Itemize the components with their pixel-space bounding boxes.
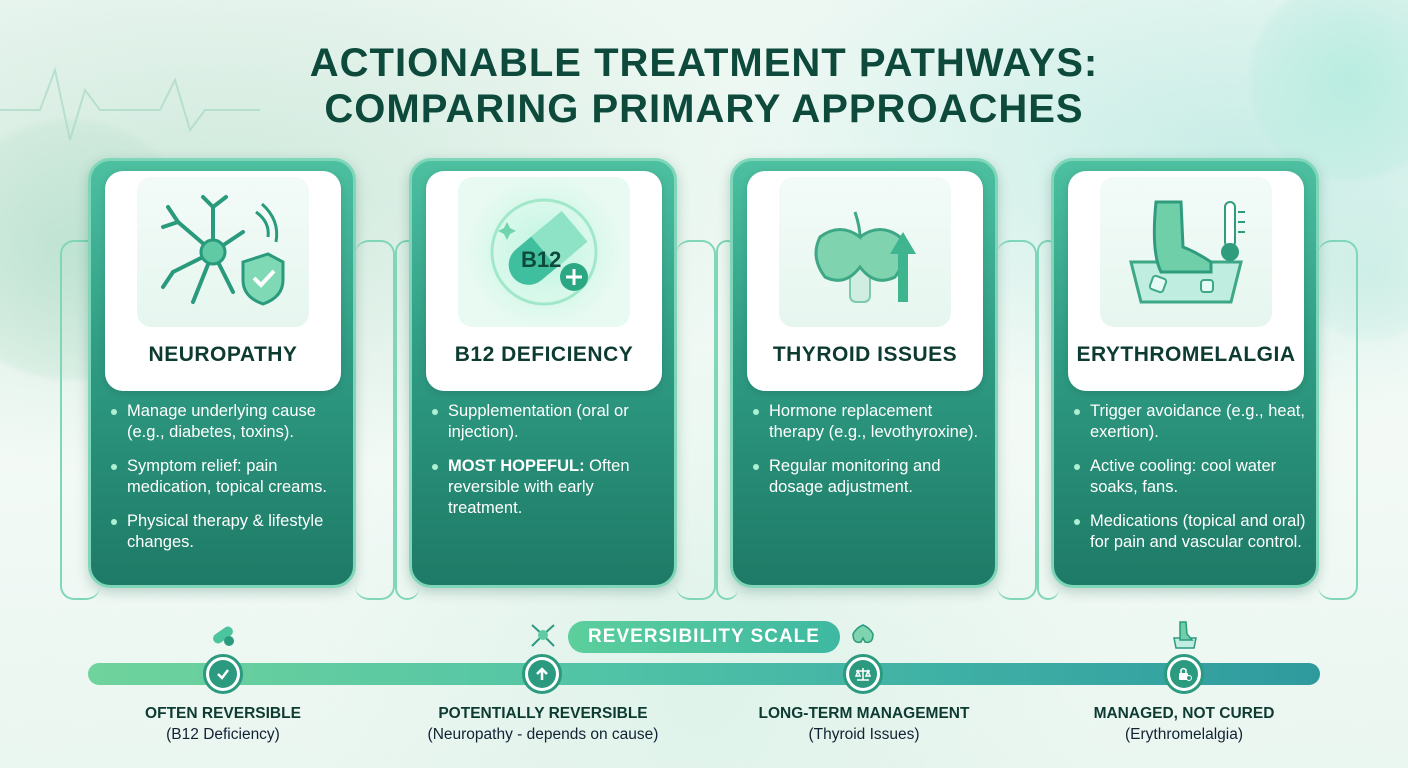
scale-label: REVERSIBILITY SCALE bbox=[568, 621, 840, 653]
list-item: Physical therapy & lifestyle changes. bbox=[109, 511, 345, 553]
bullet-list: Trigger avoidance (e.g., heat, exertion)… bbox=[1072, 401, 1308, 566]
scale-point-condition: (Thyroid Issues) bbox=[808, 726, 920, 743]
connector-line bbox=[355, 240, 395, 600]
scale-node-potentially-reversible bbox=[522, 654, 562, 694]
list-item-text: Often reversible with early treatment. bbox=[448, 457, 630, 517]
neuron-icon bbox=[531, 624, 555, 647]
card-title: ERYTHROMELALGIA bbox=[1076, 343, 1296, 366]
scale-node-managed-not-cured bbox=[1164, 654, 1204, 694]
connector-line bbox=[1037, 240, 1059, 600]
bullet-list: Hormone replacement therapy (e.g., levot… bbox=[751, 401, 987, 511]
scale-point-condition: (Erythromelalgia) bbox=[1124, 726, 1243, 743]
scale-point-label: LONG-TERM MANAGEMENT bbox=[758, 705, 970, 722]
arrow-up-icon bbox=[528, 660, 556, 688]
scale-point-condition: (B12 Deficiency) bbox=[166, 726, 280, 743]
scale-point-condition: (Neuropathy - depends on cause) bbox=[427, 726, 659, 743]
list-item: Supplementation (oral or injection). bbox=[430, 401, 666, 443]
card-erythromelalgia: ERYTHROMELALGIA Trigger avoidance (e.g.,… bbox=[1051, 158, 1319, 588]
list-item: Active cooling: cool water soaks, fans. bbox=[1072, 456, 1308, 498]
scale-point-long-term-management: LONG-TERM MANAGEMENT (Thyroid Issues) bbox=[714, 705, 1014, 744]
reversibility-scale-track bbox=[88, 663, 1320, 685]
heartbeat-line-decoration bbox=[0, 66, 260, 141]
card-title: B12 DEFICIENCY bbox=[454, 343, 634, 366]
lock-gear-icon bbox=[1170, 660, 1198, 688]
list-item: Medications (topical and oral) for pain … bbox=[1072, 511, 1308, 553]
highlight-label: MOST HOPEFUL: bbox=[448, 457, 585, 475]
bullet-list: Supplementation (oral or injection). MOS… bbox=[430, 401, 666, 532]
card-header: NEUROPATHY bbox=[105, 171, 341, 391]
scales-icon bbox=[849, 660, 877, 688]
foot-icon bbox=[1173, 621, 1197, 649]
scale-point-label: POTENTIALLY REVERSIBLE bbox=[438, 705, 648, 722]
card-header: B12 B12 DEFICIENCY bbox=[426, 171, 662, 391]
card-neuropathy: NEUROPATHY Manage underlying cause (e.g.… bbox=[88, 158, 356, 588]
page-title: ACTIONABLE TREATMENT PATHWAYS: COMPARING… bbox=[0, 40, 1408, 132]
scale-point-managed-not-cured: MANAGED, NOT CURED (Erythromelalgia) bbox=[1034, 705, 1334, 744]
scale-point-often-reversible: OFTEN REVERSIBLE (B12 Deficiency) bbox=[73, 705, 373, 744]
title-line-2: COMPARING PRIMARY APPROACHES bbox=[324, 87, 1084, 131]
card-title: NEUROPATHY bbox=[148, 343, 298, 366]
card-thyroid-issues: THYROID ISSUES Hormone replacement thera… bbox=[730, 158, 998, 588]
scale-point-label: MANAGED, NOT CURED bbox=[1093, 705, 1275, 722]
list-item: Regular monitoring and dosage adjustment… bbox=[751, 456, 987, 498]
connector-line bbox=[60, 240, 100, 600]
b12-capsule-icon: B12 bbox=[458, 177, 630, 327]
connector-line bbox=[676, 240, 716, 600]
capsule-icon bbox=[213, 626, 234, 646]
card-title: THYROID ISSUES bbox=[772, 343, 958, 366]
check-icon bbox=[209, 660, 237, 688]
scale-node-often-reversible bbox=[203, 654, 243, 694]
list-item: MOST HOPEFUL: Often reversible with earl… bbox=[430, 456, 666, 519]
list-item: Manage underlying cause (e.g., diabetes,… bbox=[109, 401, 345, 443]
thyroid-arrow-icon bbox=[779, 177, 951, 327]
card-header: THYROID ISSUES bbox=[747, 171, 983, 391]
foot-cooling-icon bbox=[1100, 177, 1272, 327]
list-item: Trigger avoidance (e.g., heat, exertion)… bbox=[1072, 401, 1308, 443]
scale-point-potentially-reversible: POTENTIALLY REVERSIBLE (Neuropathy - dep… bbox=[393, 705, 693, 744]
bullet-list: Manage underlying cause (e.g., diabetes,… bbox=[109, 401, 345, 566]
connector-line bbox=[716, 240, 738, 600]
connector-line bbox=[997, 240, 1037, 600]
connector-line bbox=[395, 240, 419, 600]
b12-label: B12 bbox=[521, 247, 561, 272]
title-line-1: ACTIONABLE TREATMENT PATHWAYS: bbox=[309, 41, 1099, 85]
card-b12-deficiency: B12 B12 DEFICIENCY Supplementation (oral… bbox=[409, 158, 677, 588]
thyroid-icon bbox=[852, 624, 874, 644]
scale-node-long-term-management bbox=[843, 654, 883, 694]
card-header: ERYTHROMELALGIA bbox=[1068, 171, 1304, 391]
list-item: Symptom relief: pain medication, topical… bbox=[109, 456, 345, 498]
scale-point-label: OFTEN REVERSIBLE bbox=[145, 705, 301, 722]
connector-line bbox=[1318, 240, 1358, 600]
neuron-shield-icon bbox=[137, 177, 309, 327]
list-item: Hormone replacement therapy (e.g., levot… bbox=[751, 401, 987, 443]
